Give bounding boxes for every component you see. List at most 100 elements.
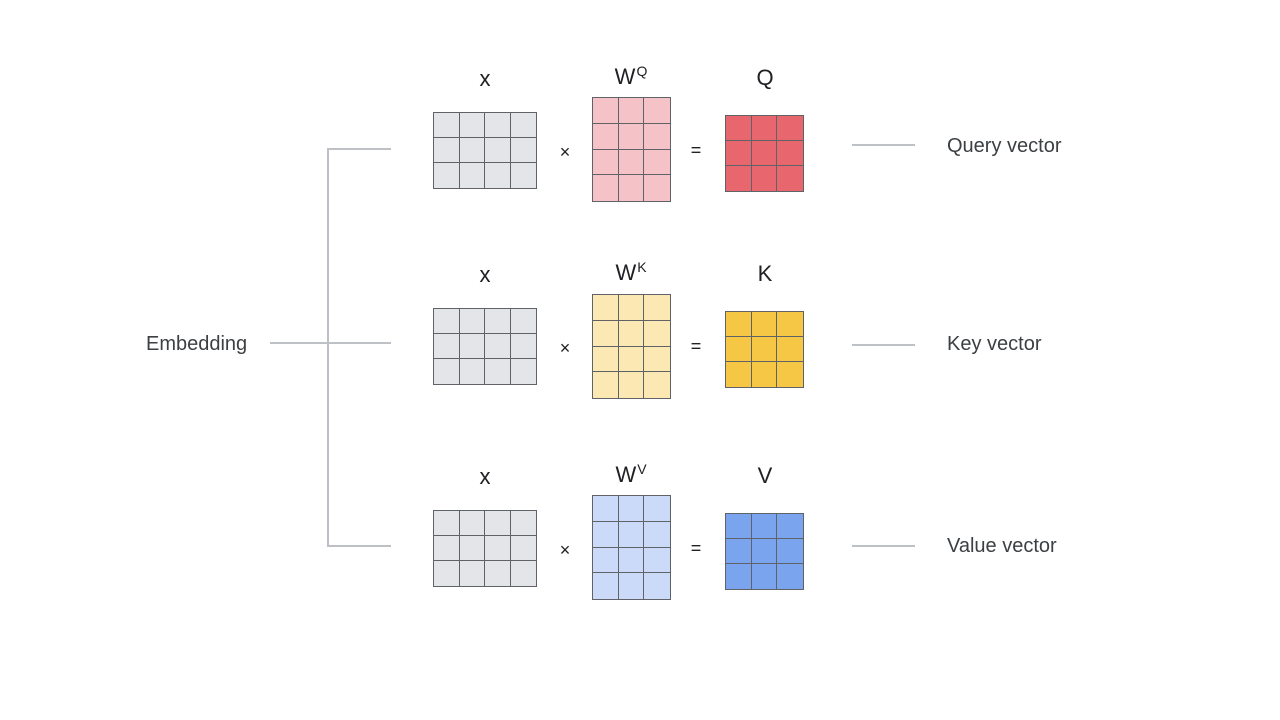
matrix-cell	[777, 166, 803, 191]
matrix-cell	[777, 312, 803, 337]
matrix-cell	[510, 113, 536, 138]
value-input-matrix	[433, 510, 537, 587]
key-equals-sign: =	[690, 336, 702, 356]
matrix-cell	[485, 113, 511, 138]
matrix-cell	[459, 511, 485, 536]
matrix-cell	[593, 521, 619, 548]
matrix-cell	[751, 166, 778, 191]
matrix-cell	[618, 320, 645, 347]
matrix-cell	[618, 175, 645, 201]
matrix-cell	[459, 309, 485, 334]
matrix-cell	[434, 511, 460, 536]
matrix-cell	[644, 295, 670, 321]
query-vector-label: Query vector	[947, 135, 1062, 157]
matrix-cell	[485, 334, 511, 359]
key-input-label: x	[479, 262, 491, 287]
matrix-cell	[644, 123, 670, 150]
value-vector-label: Value vector	[947, 535, 1057, 557]
query-result-label: Q	[756, 65, 774, 90]
matrix-cell	[618, 98, 645, 124]
matrix-cell	[644, 547, 670, 574]
matrix-cell	[726, 514, 752, 539]
matrix-cell	[777, 514, 803, 539]
matrix-cell	[593, 123, 619, 150]
matrix-cell	[726, 564, 752, 589]
matrix-cell	[777, 564, 803, 589]
matrix-cell	[434, 113, 460, 138]
matrix-cell	[459, 536, 485, 561]
matrix-cell	[593, 98, 619, 124]
query-branch	[327, 148, 391, 150]
matrix-cell	[618, 496, 645, 522]
query-weight-superscript: Q	[636, 63, 648, 79]
matrix-cell	[510, 309, 536, 334]
key-input-matrix	[433, 308, 537, 385]
key-weight-label: WK	[615, 259, 647, 285]
key-result-label: K	[757, 261, 773, 286]
matrix-cell	[593, 346, 619, 373]
matrix-cell	[726, 312, 752, 337]
matrix-cell	[593, 496, 619, 522]
embedding-branch-line	[327, 148, 329, 547]
matrix-cell	[618, 372, 645, 398]
matrix-cell	[751, 362, 778, 387]
matrix-cell	[434, 536, 460, 561]
value-branch	[327, 545, 391, 547]
matrix-cell	[434, 334, 460, 359]
matrix-cell	[644, 320, 670, 347]
matrix-cell	[644, 521, 670, 548]
matrix-cell	[618, 123, 645, 150]
matrix-cell	[434, 138, 460, 163]
embedding-label: Embedding	[146, 333, 248, 355]
matrix-cell	[459, 113, 485, 138]
matrix-cell	[434, 359, 460, 384]
matrix-cell	[618, 521, 645, 548]
key-output-connector	[852, 344, 915, 346]
matrix-cell	[644, 573, 670, 599]
matrix-cell	[751, 539, 778, 564]
value-weight-matrix	[592, 495, 671, 600]
matrix-cell	[510, 536, 536, 561]
key-weight-matrix	[592, 294, 671, 399]
matrix-cell	[644, 346, 670, 373]
matrix-cell	[510, 138, 536, 163]
matrix-cell	[485, 561, 511, 586]
value-result-matrix	[725, 513, 804, 590]
value-weight-superscript: V	[637, 461, 647, 477]
matrix-cell	[751, 337, 778, 362]
matrix-cell	[510, 359, 536, 384]
matrix-cell	[434, 163, 460, 188]
matrix-cell	[726, 116, 752, 141]
matrix-cell	[777, 116, 803, 141]
matrix-cell	[593, 320, 619, 347]
key-result-matrix	[725, 311, 804, 388]
matrix-cell	[751, 564, 778, 589]
embedding-connector	[270, 342, 391, 344]
matrix-cell	[726, 141, 752, 166]
matrix-cell	[485, 511, 511, 536]
matrix-cell	[485, 138, 511, 163]
matrix-cell	[777, 362, 803, 387]
matrix-cell	[777, 337, 803, 362]
query-result-matrix	[725, 115, 804, 192]
matrix-cell	[618, 346, 645, 373]
query-weight-matrix	[592, 97, 671, 202]
key-vector-label: Key vector	[947, 333, 1042, 355]
matrix-cell	[644, 372, 670, 398]
matrix-cell	[618, 547, 645, 574]
matrix-cell	[644, 175, 670, 201]
matrix-cell	[618, 295, 645, 321]
matrix-cell	[510, 511, 536, 536]
matrix-cell	[618, 149, 645, 176]
matrix-cell	[510, 334, 536, 359]
key-weight-superscript: K	[637, 259, 647, 275]
query-input-matrix	[433, 112, 537, 189]
matrix-cell	[593, 547, 619, 574]
matrix-cell	[485, 359, 511, 384]
matrix-cell	[459, 334, 485, 359]
matrix-cell	[751, 514, 778, 539]
matrix-cell	[510, 561, 536, 586]
matrix-cell	[459, 163, 485, 188]
matrix-cell	[777, 539, 803, 564]
value-output-connector	[852, 545, 915, 547]
